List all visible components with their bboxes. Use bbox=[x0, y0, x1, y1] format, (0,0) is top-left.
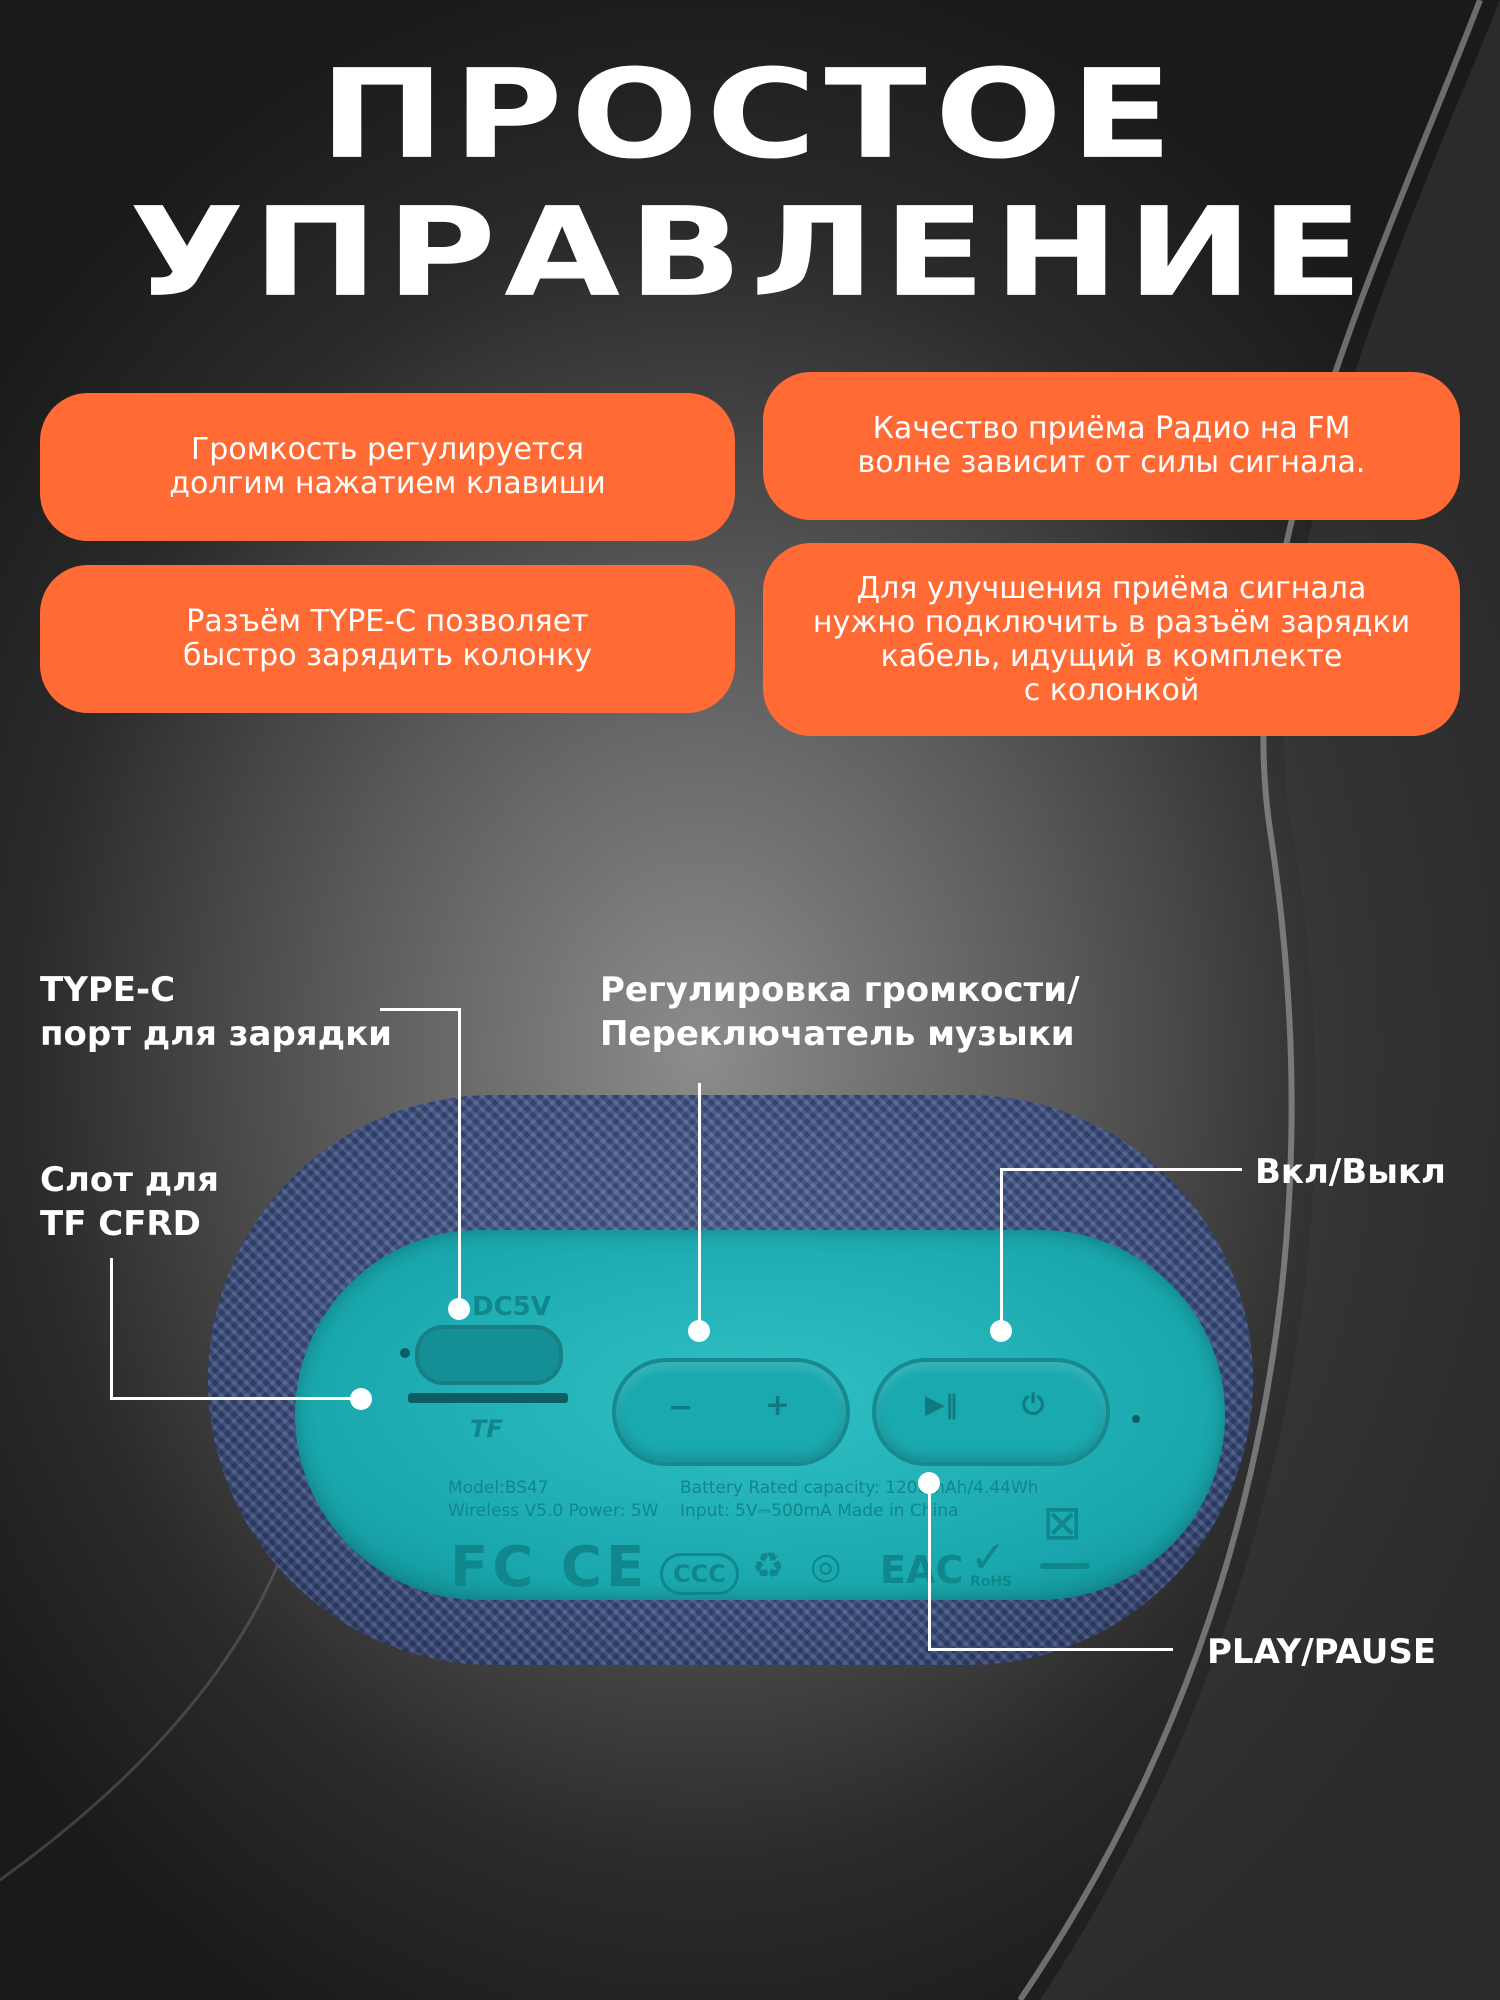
minus-icon: − bbox=[668, 1390, 694, 1425]
model-marking: Model:BS47 bbox=[448, 1478, 549, 1498]
volume-rocker-button[interactable] bbox=[612, 1358, 850, 1466]
tf-card-slot[interactable] bbox=[408, 1393, 568, 1403]
marker-typec-port bbox=[448, 1298, 470, 1320]
leader-power-vertical bbox=[1000, 1168, 1003, 1331]
callout-play-pause: PLAY/PAUSE bbox=[1207, 1632, 1437, 1672]
info-pill-radio: Качество приёма Радио на FM волне зависи… bbox=[763, 372, 1460, 520]
leader-playpause-horizontal bbox=[928, 1648, 1173, 1651]
indicator-hole bbox=[1132, 1415, 1140, 1423]
wireless-marking: Wireless V5.0 Power: 5W bbox=[448, 1501, 659, 1521]
callout-tf-slot: Слот для TF CFRD bbox=[40, 1160, 219, 1244]
port-marking: DC5V bbox=[472, 1292, 551, 1322]
info-pill-typec: Разъём TYPE-C позволяет быстро зарядить … bbox=[40, 565, 735, 713]
callout-typec-port: TYPE-C порт для зарядки bbox=[40, 970, 392, 1054]
fc-ce-logo: FC CE bbox=[450, 1535, 649, 1600]
marker-volume-switch bbox=[688, 1320, 710, 1342]
marker-play-pause bbox=[918, 1472, 940, 1494]
microphone-hole bbox=[400, 1348, 410, 1358]
page-title-line1: ПРОСТОЕ bbox=[319, 43, 1181, 187]
leader-playpause-vertical bbox=[928, 1483, 931, 1650]
info-pill-signal: Для улучшения приёма сигнала нужно подкл… bbox=[763, 543, 1460, 736]
play-pause-icon: ▶‖ bbox=[925, 1390, 958, 1420]
ccc-logo: CCC bbox=[660, 1553, 739, 1595]
info-pill-volume: Громкость регулируется долгим нажатием к… bbox=[40, 393, 735, 541]
leader-tf-vertical bbox=[110, 1258, 113, 1398]
typec-port[interactable] bbox=[415, 1325, 563, 1385]
page-title-line2: УПРАВЛЕНИЕ bbox=[128, 181, 1372, 325]
callout-volume-switch: Регулировка громкости/ Переключатель муз… bbox=[600, 970, 1080, 1054]
leader-volume-vertical bbox=[698, 1083, 701, 1333]
weee-bin-icon: ⊠ bbox=[1042, 1495, 1083, 1551]
play-power-button[interactable] bbox=[872, 1358, 1110, 1466]
leader-typec-horizontal bbox=[380, 1008, 460, 1011]
leader-power-horizontal bbox=[1002, 1168, 1242, 1171]
leader-tf-horizontal bbox=[110, 1397, 360, 1400]
weee-bar bbox=[1040, 1563, 1090, 1569]
leader-typec-vertical bbox=[458, 1008, 461, 1311]
battery-marking: Battery Rated capacity: 1200mAh/4.44Wh bbox=[680, 1478, 1039, 1498]
rohs-logo: RoHS bbox=[970, 1574, 1013, 1590]
tf-marking: TF bbox=[470, 1415, 503, 1443]
marker-power bbox=[990, 1320, 1012, 1342]
checkmark-icon: ✓ bbox=[970, 1532, 1007, 1583]
recycle-icon: ♻ bbox=[752, 1546, 785, 1587]
certification-icon: ◎ bbox=[810, 1546, 842, 1587]
power-icon: ⏻ bbox=[1022, 1388, 1045, 1421]
plus-icon: + bbox=[765, 1388, 791, 1423]
callout-power: Вкл/Выкл bbox=[1255, 1152, 1446, 1192]
marker-tf-slot bbox=[350, 1388, 372, 1410]
eac-logo: EAC bbox=[880, 1548, 964, 1592]
input-marking: Input: 5V⎓500mA Made in China bbox=[680, 1501, 959, 1521]
